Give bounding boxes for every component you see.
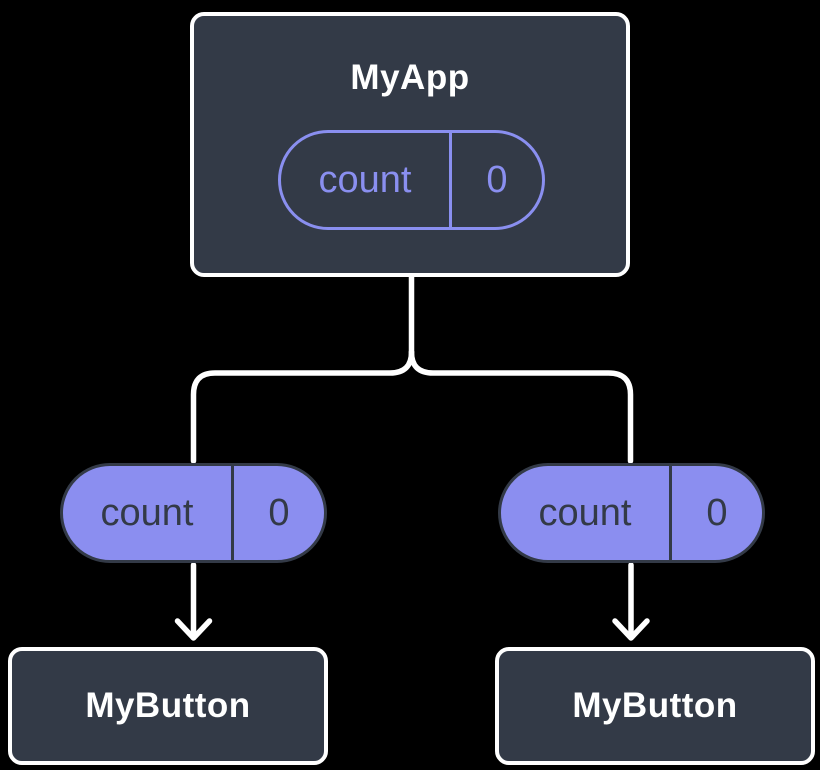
arrow-down-icon <box>612 618 650 641</box>
child-component-title: MyButton <box>572 686 738 725</box>
root-component-title: MyApp <box>350 58 470 97</box>
left-child-component-node: MyButton <box>8 647 328 765</box>
arrow-down-icon <box>174 618 213 641</box>
right-child-component-node: MyButton <box>495 647 815 765</box>
state-value: 0 <box>706 491 728 534</box>
state-label: count <box>318 158 412 201</box>
pill-divider <box>449 133 452 227</box>
state-value: 0 <box>486 158 508 201</box>
right-state-pill: count 0 <box>498 463 765 563</box>
left-state-pill: count 0 <box>60 463 327 563</box>
state-label: count <box>100 491 194 534</box>
fork-left-branch-line <box>190 349 415 464</box>
root-state-pill: count 0 <box>278 130 545 230</box>
state-value: 0 <box>268 491 290 534</box>
state-label: count <box>538 491 632 534</box>
child-component-title: MyButton <box>85 686 251 725</box>
pill-divider <box>231 466 234 560</box>
fork-right-branch-line <box>408 349 634 464</box>
pill-divider <box>669 466 672 560</box>
